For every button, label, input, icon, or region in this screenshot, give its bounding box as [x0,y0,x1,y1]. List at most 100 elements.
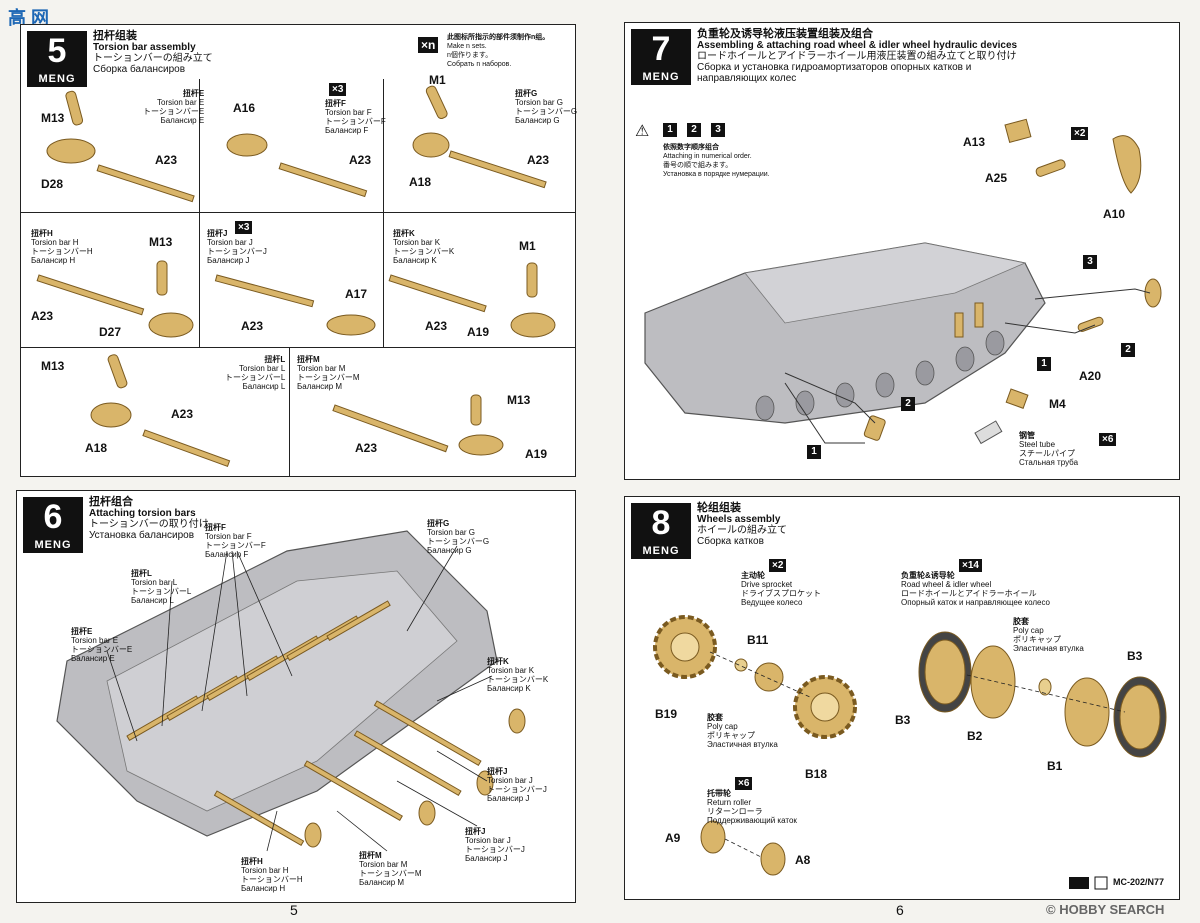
part-A23: A23 [31,309,54,323]
title-zh: 扭杆组合 [89,496,133,508]
order-num-2: 2 [1121,343,1135,357]
hub-B11 [754,662,784,692]
cap-zh: 扭杆L [264,355,286,364]
n-sets-note: 此图标所指示的部件须制作n组。 Make n sets. n個作ります。 Соб… [447,33,549,69]
step-title: 负重轮及诱导轮液压装置组装及组合 Assembling & attaching … [697,29,1027,85]
title-zh: 扭杆组装 [93,30,137,42]
hull-drawing [56,530,526,852]
cap-zh: 扭杆F [325,99,346,108]
part-M13: M13 [41,111,65,125]
step8-drawing [653,615,1167,890]
lbl-en: Drive sprocket [741,580,793,589]
step-8-panel: 8 MENG 轮组组装 Wheels assembly ホイールの組み立て Сб… [624,496,1180,900]
part-M13: M13 [149,235,173,249]
wheel-B2 [970,645,1016,719]
cap-ru: Балансир G [515,116,560,125]
order-num-2: 2 [901,397,915,411]
lbl-ru: Эластичная втулка [1013,644,1084,653]
cap-zh: 扭杆H [31,229,53,238]
polycap [734,658,748,672]
step-badge: 6 MENG [23,497,83,553]
sprocket-label: 主动轮 Drive sprocket ドライブスプロケット Ведущее ко… [741,571,821,607]
cap-ru: Балансир E [160,116,205,125]
lbl-zh: 胶套 [707,713,723,722]
order-num: 1 [663,123,677,137]
part-A16: A16 [233,101,256,115]
lbl-zh: 胶套 [1013,617,1029,626]
cap-jp: トーションバーH [31,247,93,256]
lbl-ru: Опорный каток и направляющее колесо [901,598,1050,607]
note-ru: Установка в порядке нумерации. [663,171,770,178]
cell-M-caption: 扭杆M Torsion bar M トーションバーM Балансир M [297,355,360,391]
divider [21,347,575,348]
part-A23: A23 [155,153,178,167]
part-A23: A23 [425,319,448,333]
roadwheel-label: 负重轮&诱导轮 Road wheel & idler wheel ロードホイール… [901,571,1050,607]
part-B18: B18 [805,767,828,781]
lbl-zh: 扭杆L [131,569,152,578]
lbl-jp: トーションバーF [205,541,266,550]
note-jp: n個作ります。 [447,52,493,59]
lbl-jp: トーションバーJ [465,845,525,854]
part-A20: A20 [1079,369,1102,383]
cap-ru: Балансир F [325,126,369,135]
lbl-jp: リターンローラ [707,807,763,816]
cap-en: Torsion bar F [325,108,372,117]
step-number: 8 [651,504,671,542]
pipe-1b [784,382,865,444]
lbl-jp: ロードホイールとアイドラーホイール [901,589,1037,598]
part-B19: B19 [655,707,678,721]
return-roller-A9 [700,820,726,854]
label-torsion-M: 扭杆M Torsion bar M トーションバーM Балансир M [359,851,422,887]
badge-x3: ×3 [235,221,253,234]
lbl-zh: 扭杆J [487,767,508,776]
cap-en: Torsion bar J [207,238,253,247]
polycap-2-label: 胶套 Poly cap ポリキャップ Эластичная втулка [1013,617,1084,653]
title-jp: トーションバーの取り付け [89,519,209,530]
step-badge: 7 MENG [631,29,691,85]
lbl-jp: トーションバーM [359,869,422,878]
lbl-en: Return roller [707,798,752,807]
divider [383,79,384,212]
brand-logo: MENG [34,539,72,551]
lbl-ru: Эластичная втулка [707,740,778,749]
note-zh: 依照数字顺序组合 [663,144,719,151]
lbl-ru: Балансир K [487,684,531,693]
lbl-en: Torsion bar K [487,666,535,675]
tube-ru: Стальная труба [1019,458,1079,467]
lbl-zh: 扭杆H [241,857,263,866]
part-A19: A19 [467,325,490,339]
lbl-en: Road wheel & idler wheel [901,580,992,589]
lbl-en: Torsion bar L [131,578,178,587]
step-5-panel: 5 MENG 扭杆组装 Torsion bar assembly トーションバー… [20,24,577,477]
lbl-jp: トーションバーE [71,645,133,654]
cap-zh: 扭杆G [515,89,538,98]
cell-G-caption: 扭杆G Torsion bar G トーションバーG Балансир G [515,89,577,125]
pipe-3 [1034,288,1151,300]
step-number: 5 [47,32,67,70]
lbl-en: Torsion bar J [465,836,511,845]
cell-K-caption: 扭杆K Torsion bar K トーションバーK Балансир K [393,229,454,265]
left-page: 高 网 5 MENG 扭杆组装 Torsion bar assembly トーシ… [8,8,577,918]
badge-x14: ×14 [959,559,982,572]
brand-logo: MENG [642,71,680,83]
label-torsion-K: 扭杆K Torsion bar K トーションバーK Балансир K [487,657,548,693]
lbl-zh: 扭杆M [359,851,382,860]
polycap-2 [1038,678,1052,696]
title-jp: ロードホイールとアイドラーホイール用液圧装置の組み立てと取り付け [697,51,1017,62]
label-torsion-F: 扭杆F Torsion bar F トーションバーF Балансир F [205,523,266,559]
lbl-jp: ポリキャップ [1013,635,1061,644]
part-A17: A17 [345,287,368,301]
cap-jp: トーションバーJ [207,247,267,256]
lbl-zh: 主动轮 [741,571,765,580]
title-jp: ホイールの組み立て [697,525,787,536]
cap-ru: Балансир M [297,382,343,391]
lbl-zh: 扭杆G [427,519,450,528]
right-page: 7 MENG 负重轮及诱导轮液压装置组装及组合 Assembling & att… [600,0,1200,923]
label-torsion-E: 扭杆E Torsion bar E トーションバーE Балансир E [71,627,132,663]
step-7-panel: 7 MENG 负重轮及诱导轮液压装置组装及组合 Assembling & att… [624,22,1180,480]
lbl-jp: トーションバーH [241,875,303,884]
lbl-zh: 扭杆J [465,827,486,836]
lbl-ru: Ведущее колесо [741,598,803,607]
step-badge: 5 MENG [27,31,87,87]
